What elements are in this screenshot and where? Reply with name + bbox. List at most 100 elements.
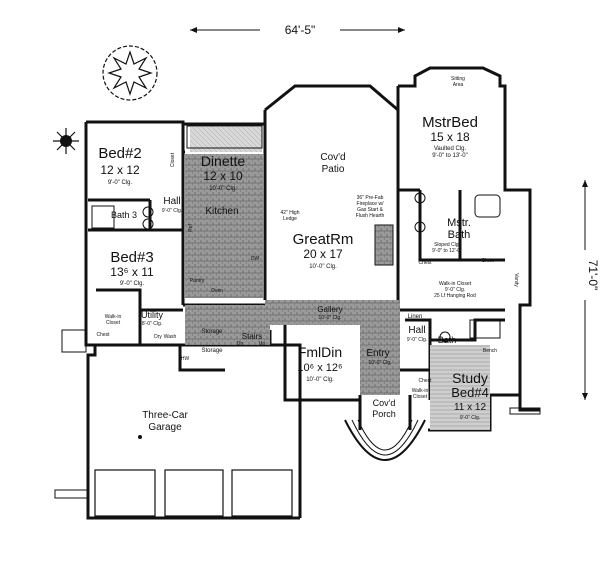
utility-name: Utility xyxy=(141,310,163,320)
bed2-name: Bed#2 xyxy=(98,145,141,162)
pantry-label: Pantry xyxy=(190,278,205,284)
stairs-name: Stairs xyxy=(242,332,262,341)
fireplace-hearth xyxy=(374,224,394,266)
utility-ceiling: 8'-0" Clg. xyxy=(142,321,162,327)
bed3-name: Bed#3 xyxy=(110,249,153,266)
dw-label: DW xyxy=(251,256,260,262)
bed2-ceiling: 9'-0" Clg. xyxy=(108,180,133,186)
fireplace-line1: 36" Pre-Fab xyxy=(357,195,384,201)
gallery-ceiling: 10'-0" Clg. xyxy=(318,315,341,321)
entry-name: Entry xyxy=(366,348,389,359)
walkin-master-line2: 9'-0" Clg. xyxy=(445,287,465,293)
small-labels: Closet Chest Chest Chest DW Ref Pantry O… xyxy=(96,152,519,384)
gallery-name: Gallery xyxy=(317,305,342,314)
chest-label-left: Chest xyxy=(96,332,110,338)
mstrbath-ceiling: Sloped Clg. xyxy=(434,242,460,248)
oven-label: Oven xyxy=(211,288,223,294)
garage-drain-icon xyxy=(138,435,142,439)
dinette-size: 12 x 10 xyxy=(203,169,243,183)
dinette-name: Dinette xyxy=(201,153,246,169)
closet-label: Closet xyxy=(170,152,176,167)
shrub-icon xyxy=(53,128,79,154)
bed2-size: 12 x 12 xyxy=(100,163,140,177)
bed3-ceiling: 9'-0" Clg. xyxy=(120,281,145,287)
mstrbed-size: 15 x 18 xyxy=(430,130,470,144)
interior-walls xyxy=(88,152,505,400)
greatrm-size: 20 x 17 xyxy=(303,247,343,261)
ledge-line2: Ledge xyxy=(283,216,297,222)
fireplace-line2: Fireplace w/ xyxy=(357,201,385,207)
dinette-ceiling: 10'-0" Clg. xyxy=(209,186,237,192)
fireplace-line3: Gas Start & xyxy=(357,207,384,213)
bench-label: Bench xyxy=(483,348,497,354)
hall-left-ceiling: 9'-0" Clg. xyxy=(162,208,182,214)
storage-name-lower: Storage xyxy=(201,348,223,354)
mstrbath-name2: Bath xyxy=(448,229,471,241)
mstrbed-name: MstrBed xyxy=(422,114,478,131)
exterior-walls xyxy=(84,66,540,520)
study-name2: Bed#4 xyxy=(451,385,489,400)
kitchen-floor xyxy=(185,188,263,298)
greatrm-ceiling: 10'-0" Clg. xyxy=(309,264,337,270)
mstrbed-ceiling: Vaulted Clg. xyxy=(434,146,467,152)
dinette-floor xyxy=(185,154,263,188)
entry-floor xyxy=(360,325,400,395)
fmldin-name: FmlDin xyxy=(298,344,342,360)
utility-floor xyxy=(185,305,270,345)
shwr-label: Shwr. xyxy=(482,258,495,264)
room-labels: Bed#2 12 x 12 9'-0" Clg. Dinette 12 x 10… xyxy=(98,76,488,433)
garage-doors xyxy=(54,329,541,517)
mstrbed-ceiling2: 9'-0" to 13'-0" xyxy=(432,153,468,159)
entry-ceiling: 10'-0" Clg. xyxy=(368,360,391,366)
walkin-left-line1: Walk-in xyxy=(105,314,122,320)
walkin-left-line2: Closet xyxy=(106,320,121,326)
depth-dimension: 71'-0" xyxy=(582,180,600,400)
depth-label: 71'-0" xyxy=(586,260,600,291)
vanity-label: Vanity xyxy=(513,273,519,287)
storage-name: Storage xyxy=(201,329,223,335)
sitting-name: Sitting xyxy=(451,76,465,82)
porch-steps xyxy=(344,395,426,461)
up-label: Up xyxy=(259,341,266,347)
bed3-size: 13⁶ x 11 xyxy=(110,265,154,279)
porch-name: Cov'd xyxy=(373,398,396,408)
mstrbath-name: Mstr. xyxy=(447,217,471,229)
ref-label: Ref xyxy=(188,223,194,231)
hall-left-name: Hall xyxy=(163,196,180,207)
chest-label-right: Chest xyxy=(418,378,432,384)
width-label: 64'-5" xyxy=(285,23,316,37)
bath3-name: Bath 3 xyxy=(111,210,137,220)
linen-name: Linen xyxy=(408,314,423,320)
porch-name2: Porch xyxy=(372,409,396,419)
walkin-master-line1: Walk-in Closet xyxy=(439,281,472,287)
gallery-floor xyxy=(265,300,400,325)
sitting-name2: Area xyxy=(453,82,464,88)
garage-name2: Garage xyxy=(148,422,182,433)
walkin-master-line3: 25 Lf Hanging Rod xyxy=(434,293,476,299)
mstrbath-ceiling2: 9'-0" to 12'-0" xyxy=(432,248,462,254)
floor-finishes xyxy=(185,127,490,430)
fireplace-line4: Flush Hearth xyxy=(356,213,385,219)
walkin-right-line1: Walk-in xyxy=(412,388,429,394)
garage-name: Three-Car xyxy=(142,410,188,421)
wash-label: Wash xyxy=(164,334,177,340)
dn-label: Dn xyxy=(237,341,244,347)
patio-name: Cov'd xyxy=(320,152,345,163)
walkin-right-line2: Closet xyxy=(413,394,428,400)
dry-label: Dry xyxy=(154,334,162,340)
fmldin-size: 10⁶ x 12⁶ xyxy=(297,362,342,374)
patio-name2: Patio xyxy=(322,164,345,175)
kitchen-name: Kitchen xyxy=(205,206,238,217)
ledge-line1: 42" High xyxy=(280,210,299,216)
bath-right-name: Bath xyxy=(438,335,457,345)
hall-right-ceiling: 9'-0" Clg. xyxy=(407,337,427,343)
tree-icon xyxy=(102,45,158,101)
study-floor xyxy=(430,345,490,430)
study-size: 11 x 12 xyxy=(454,402,486,413)
study-ceiling: 9'-0" Clg. xyxy=(460,415,480,421)
hw-label: HW xyxy=(181,356,190,362)
greatrm-name: GreatRm xyxy=(293,231,354,248)
chest-label-master: Chest xyxy=(418,260,432,266)
study-name: Study xyxy=(452,370,488,386)
